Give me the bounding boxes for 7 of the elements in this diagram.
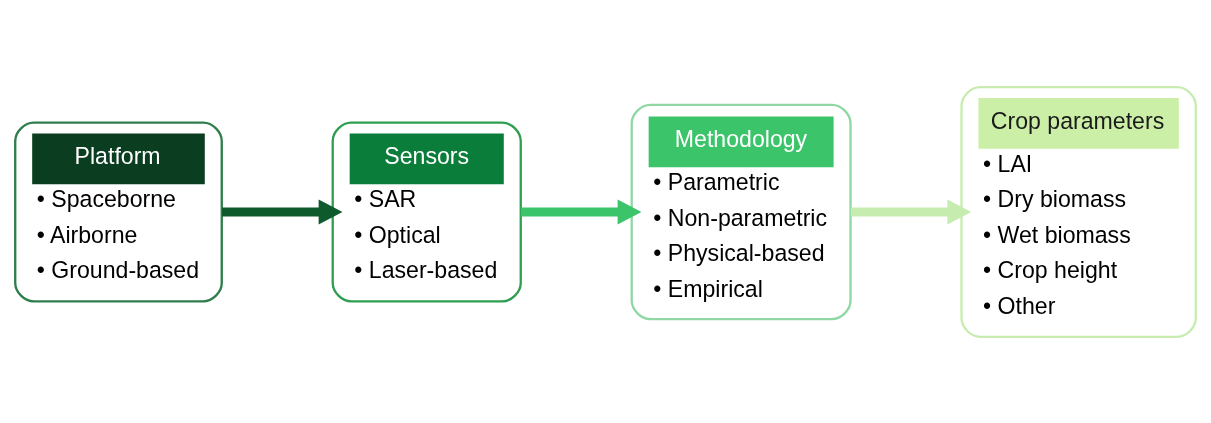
node-box: Methodology • Parametric • Non-parametric • Physical-based • Empirical <box>630 103 852 320</box>
node-box: Sensors • SAR • Optical • Laser-based <box>331 120 522 303</box>
node-box: Platform • Spaceborne • Airborne • Ground-based <box>14 120 223 303</box>
arrow <box>222 199 343 224</box>
arrow <box>850 199 972 224</box>
node-box: Crop parameters • LAI • Dry biomass • Wet biomass • Crop height • Other <box>960 85 1197 338</box>
arrow <box>520 199 642 224</box>
